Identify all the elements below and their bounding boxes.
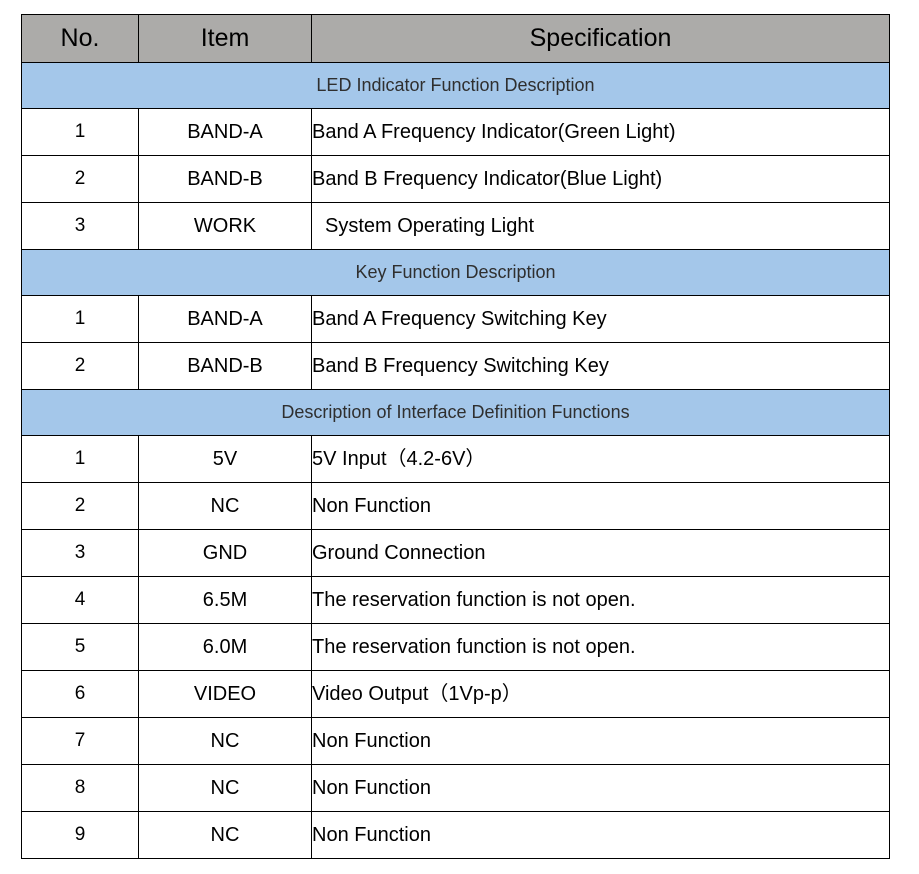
table-header: No. Item Specification (21, 14, 890, 63)
cell-specification: Band A Frequency Switching Key (311, 295, 890, 343)
cell-item: 5V (138, 435, 312, 483)
cell-item: NC (138, 482, 312, 530)
cell-specification: Non Function (311, 482, 890, 530)
section-header-row: Description of Interface Definition Func… (21, 389, 890, 436)
cell-no: 3 (21, 529, 139, 577)
cell-no: 5 (21, 623, 139, 671)
cell-specification: Video Output（1Vp-p） (311, 670, 890, 718)
cell-specification: 5V Input（4.2-6V） (311, 435, 890, 483)
section-header-label: Description of Interface Definition Func… (21, 389, 890, 436)
column-header-spec: Specification (311, 14, 890, 63)
table-header-row: No. Item Specification (21, 14, 890, 63)
cell-no: 3 (21, 202, 139, 250)
cell-no: 2 (21, 155, 139, 203)
cell-item: 6.5M (138, 576, 312, 624)
column-header-item: Item (138, 14, 312, 63)
cell-item: NC (138, 717, 312, 765)
cell-no: 1 (21, 435, 139, 483)
cell-specification: System Operating Light (311, 202, 890, 250)
cell-item: VIDEO (138, 670, 312, 718)
cell-item: WORK (138, 202, 312, 250)
cell-item: BAND-A (138, 108, 312, 156)
cell-specification: Non Function (311, 811, 890, 859)
cell-specification: Non Function (311, 764, 890, 812)
cell-no: 4 (21, 576, 139, 624)
specification-table-container: No. Item Specification LED Indicator Fun… (21, 14, 890, 859)
section-header-row: LED Indicator Function Description (21, 62, 890, 109)
section-header-label: Key Function Description (21, 249, 890, 296)
cell-item: 6.0M (138, 623, 312, 671)
cell-no: 1 (21, 295, 139, 343)
cell-item: BAND-B (138, 155, 312, 203)
cell-specification: Ground Connection (311, 529, 890, 577)
cell-no: 6 (21, 670, 139, 718)
cell-specification: Non Function (311, 717, 890, 765)
cell-specification: The reservation function is not open. (311, 623, 890, 671)
cell-item: NC (138, 764, 312, 812)
cell-specification: Band B Frequency Indicator(Blue Light) (311, 155, 890, 203)
cell-item: BAND-B (138, 342, 312, 390)
cell-no: 9 (21, 811, 139, 859)
section-header-row: Key Function Description (21, 249, 890, 296)
cell-no: 1 (21, 108, 139, 156)
column-header-no: No. (21, 14, 139, 63)
cell-item: GND (138, 529, 312, 577)
cell-no: 7 (21, 717, 139, 765)
cell-no: 8 (21, 764, 139, 812)
cell-no: 2 (21, 342, 139, 390)
specification-table: No. Item Specification LED Indicator Fun… (21, 14, 890, 859)
cell-item: NC (138, 811, 312, 859)
cell-specification: Band A Frequency Indicator(Green Light) (311, 108, 890, 156)
section-header-label: LED Indicator Function Description (21, 62, 890, 109)
cell-specification: Band B Frequency Switching Key (311, 342, 890, 390)
cell-no: 2 (21, 482, 139, 530)
cell-specification: The reservation function is not open. (311, 576, 890, 624)
cell-item: BAND-A (138, 295, 312, 343)
